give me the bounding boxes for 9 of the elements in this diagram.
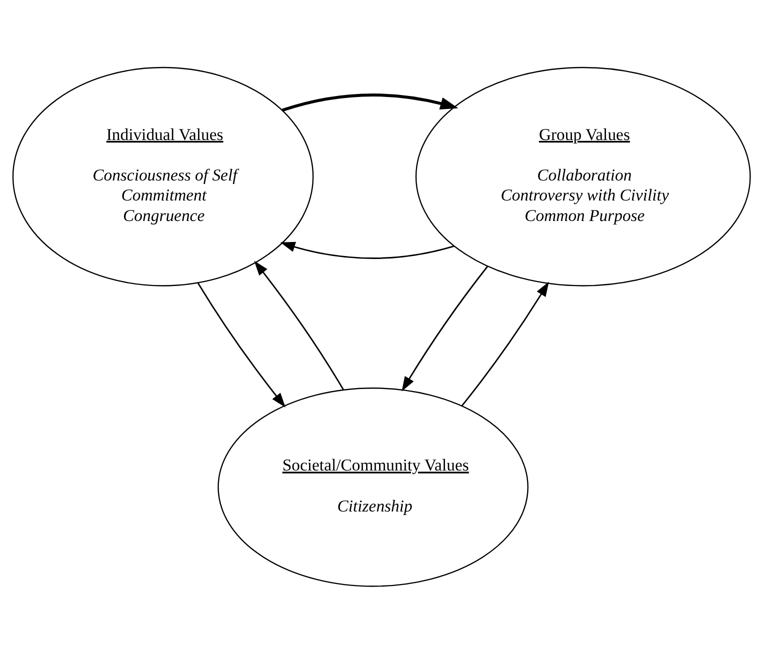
- arrow: [402, 265, 488, 391]
- arrow: [254, 260, 344, 390]
- arrow: [280, 241, 454, 258]
- arrow: [197, 282, 286, 408]
- arrow: [282, 93, 458, 112]
- node-ellipse: Individual Values Consciousness of Self Commitment Congruence: [12, 66, 314, 286]
- node-ellipse: Group Values Collaboration Controversy with Civility Common Purpose: [415, 66, 751, 286]
- node-ellipse: Societal/Community Values Citizenship: [218, 387, 528, 586]
- arrow: [461, 281, 549, 406]
